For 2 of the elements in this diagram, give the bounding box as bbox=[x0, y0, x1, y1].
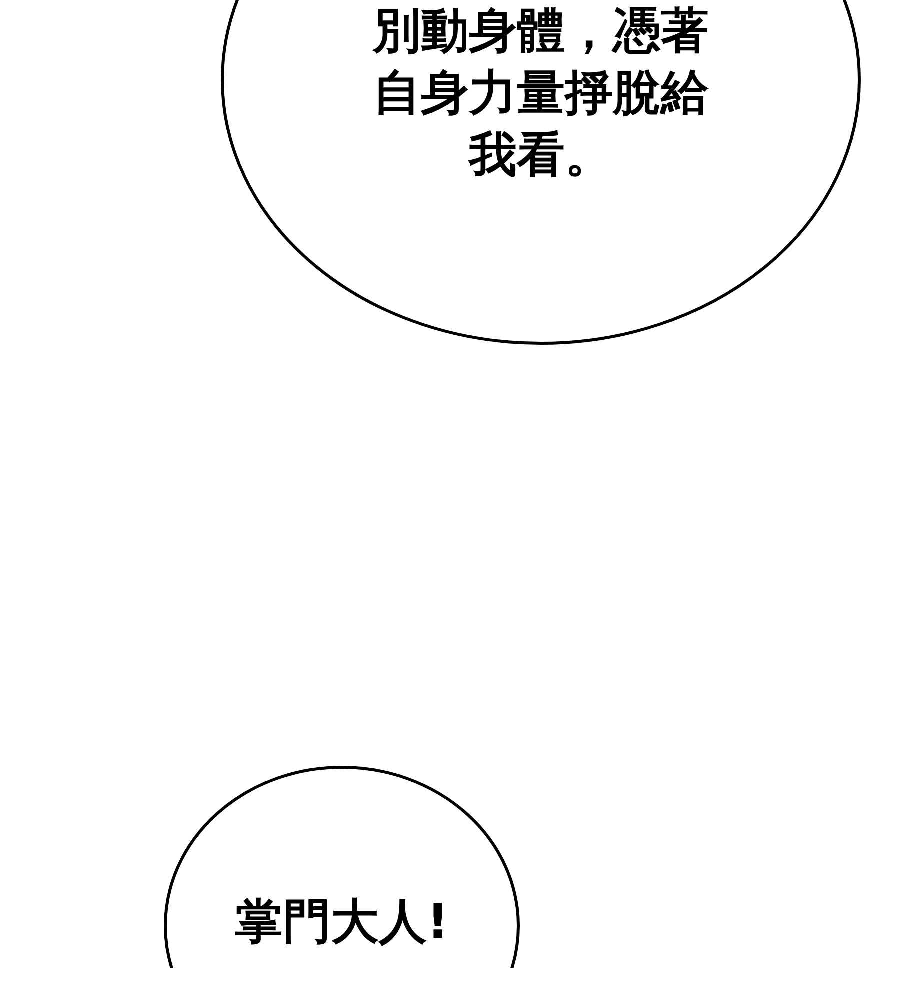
speech-text: 掌門大人! bbox=[234, 893, 450, 952]
speech-text: 別動身體，憑著自身力量掙脫給我看。 bbox=[371, 2, 710, 185]
